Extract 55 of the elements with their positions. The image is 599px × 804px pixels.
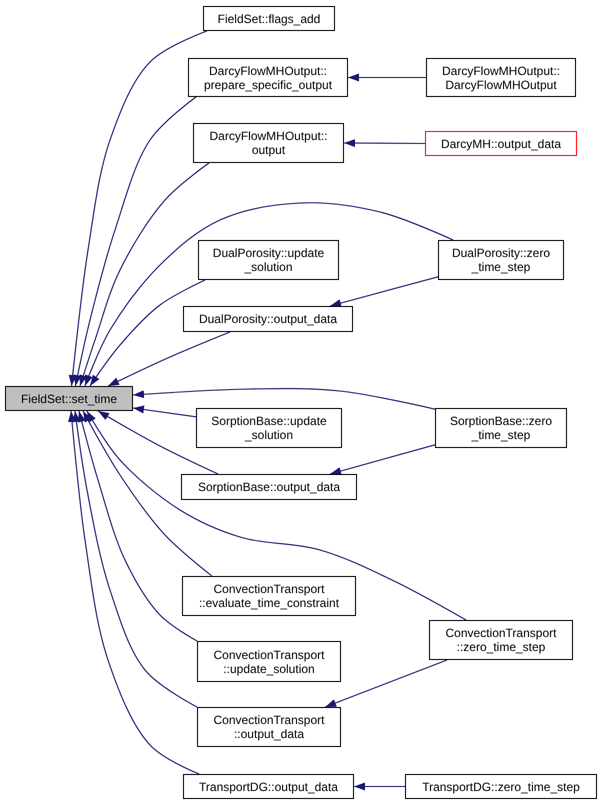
function-name: DarcyMH::output_data: [440, 136, 562, 150]
function-name: DarcyFlowMHOutput:: prepare_specific_output: [202, 64, 334, 92]
function-name: ConvectionTransport ::evaluate_time_constraint: [198, 582, 340, 610]
function-box: [405, 774, 597, 799]
call-arrow: [68, 410, 200, 774]
call-arrow: [84, 202, 454, 386]
function-name: FieldSet::set_time: [20, 392, 118, 406]
function-name: SorptionBase::zero _time_step: [448, 414, 554, 442]
function-box: [188, 58, 348, 97]
call-arrow: [68, 30, 208, 386]
call-arrow: [79, 162, 210, 386]
function-box: [197, 641, 341, 682]
function-box: [5, 386, 133, 411]
function-box: [182, 576, 356, 616]
call-arrow: [132, 388, 436, 410]
function-name: TransportDG::zero_time_step: [422, 780, 580, 794]
function-box: [438, 240, 564, 280]
function-box: [193, 123, 344, 163]
call-arrow: [330, 444, 436, 475]
function-name: ConvectionTransport ::update_solution: [212, 648, 326, 676]
function-name: DualPorosity::zero _time_step: [450, 246, 552, 274]
function-name: SorptionBase::output_data: [198, 480, 340, 494]
function-name: ConvectionTransport ::zero_time_step: [444, 626, 558, 654]
call-arrow: [98, 410, 218, 474]
call-arrow: [72, 410, 198, 708]
call-arrow: [324, 659, 448, 708]
function-box: [181, 474, 357, 500]
function-name: TransportDG::output_data: [199, 780, 338, 794]
function-box: [183, 774, 354, 799]
function-box: [203, 6, 335, 31]
call-arrow: [132, 406, 196, 418]
function-box: [425, 131, 577, 156]
call-arrow: [90, 280, 206, 386]
call-arrow: [74, 96, 196, 386]
call-arrow: [354, 782, 405, 790]
function-name: FieldSet::flags_add: [218, 12, 320, 26]
function-box: [429, 620, 573, 660]
function-name: DarcyFlowMHOutput:: output: [208, 129, 329, 157]
function-box: [198, 240, 339, 280]
function-name: ConvectionTransport ::output_data: [212, 713, 326, 741]
call-arrow: [78, 410, 198, 642]
call-arrow: [86, 410, 466, 620]
function-name: DarcyFlowMHOutput:: DarcyFlowMHOutput: [440, 64, 562, 92]
call-arrow: [330, 276, 438, 307]
function-name: SorptionBase::update _solution: [210, 414, 328, 442]
function-box: [197, 707, 341, 747]
call-arrow: [344, 139, 425, 148]
call-arrow: [108, 332, 230, 386]
function-box: [183, 306, 353, 332]
function-box: [435, 408, 567, 448]
function-box: [426, 58, 576, 97]
function-box: [196, 408, 342, 448]
function-name: DualPorosity::update _solution: [212, 246, 326, 274]
function-name: DualPorosity::output_data: [198, 312, 338, 326]
call-arrow: [348, 74, 426, 82]
